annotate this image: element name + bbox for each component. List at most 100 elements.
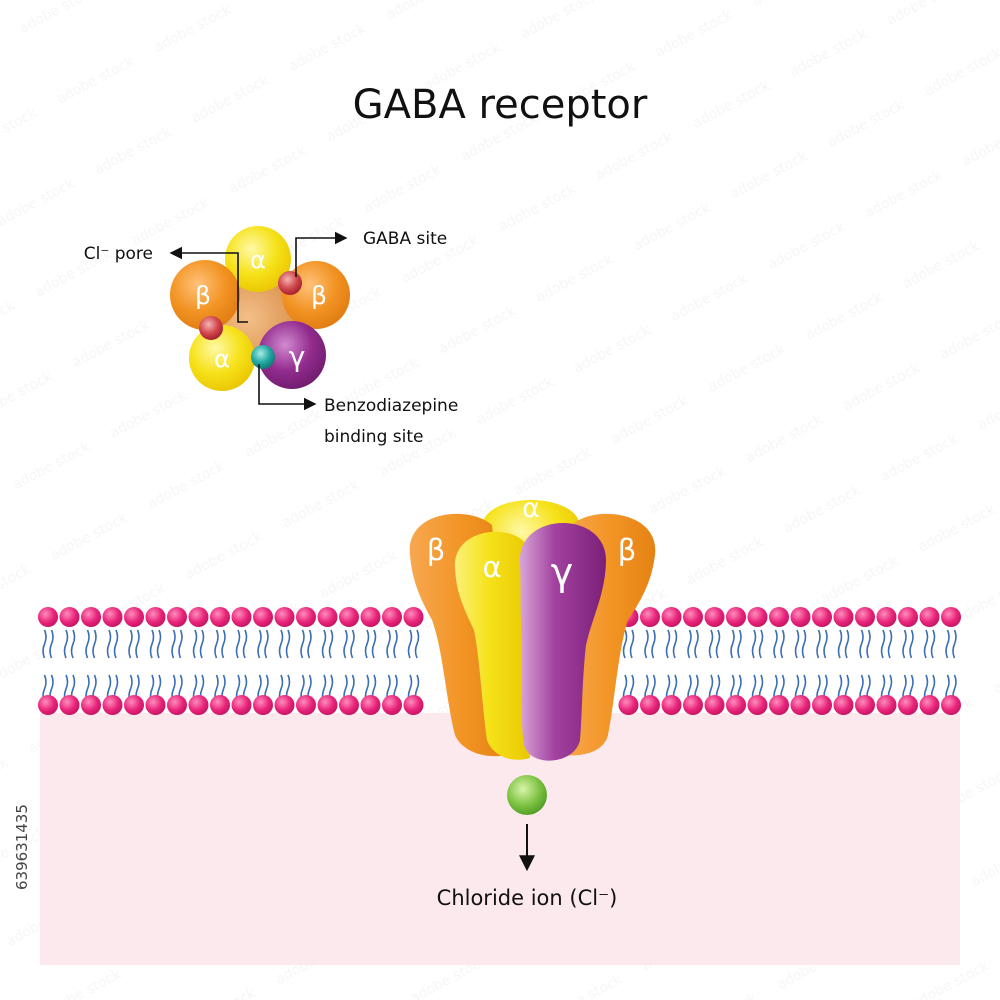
lipid-tail: [880, 629, 886, 659]
phospholipid-head-inner: [167, 695, 187, 715]
phospholipid-head-outer: [339, 607, 359, 627]
lipid-tail: [773, 629, 778, 659]
phospholipid-head-inner: [726, 695, 746, 715]
lipid-tail: [672, 629, 678, 659]
lipid-tail: [629, 629, 635, 659]
lipid-tail: [414, 629, 420, 659]
lipid-tail: [780, 629, 785, 659]
lipid-tail: [214, 629, 219, 659]
side-view-receptor: α β α γ β: [409, 493, 656, 761]
gaba-site-label: GABA site: [363, 229, 447, 249]
phospholipid-head-outer: [941, 607, 961, 627]
lipid-tail: [823, 629, 828, 659]
lipid-tail: [92, 629, 97, 659]
lipid-tail: [923, 629, 929, 659]
lipid-tail: [300, 629, 305, 659]
phospholipid-head-outer: [188, 607, 209, 627]
lipid-tail: [866, 629, 871, 659]
phospholipid-head-inner: [38, 695, 58, 715]
phospholipid-head-inner: [812, 695, 832, 715]
phospholipid-head-outer: [145, 607, 166, 627]
phospholipid-head-outer: [253, 607, 273, 627]
phospholipid-head-outer: [833, 607, 854, 627]
beta-right-label: β: [618, 533, 637, 567]
benzodiazepine-label-line1: Benzodiazepine: [324, 396, 458, 416]
gamma-label: γ: [289, 340, 306, 373]
alpha-top-label: α: [250, 246, 266, 274]
phospholipid-head-inner: [188, 695, 209, 715]
phospholipid-head-outer: [876, 607, 897, 627]
lipid-tail: [887, 629, 893, 659]
phospholipid-head-outer: [661, 607, 682, 627]
phospholipid-heads-outer: [38, 607, 961, 627]
phospholipid-head-outer: [231, 607, 252, 627]
phospholipid-head-inner: [876, 695, 897, 715]
phospholipid-head-outer: [296, 607, 316, 627]
alpha-subunit-bottom: [189, 325, 255, 391]
phospholipid-head-outer: [769, 607, 789, 627]
lipid-tail: [794, 629, 800, 659]
phospholipid-head-outer: [640, 607, 660, 627]
lipid-tail: [909, 629, 914, 659]
phospholipid-heads-inner: [38, 695, 961, 715]
lipid-tail: [945, 629, 950, 659]
lipid-tail: [113, 629, 119, 659]
phospholipid-head-inner: [145, 695, 166, 715]
lipid-tail: [264, 629, 269, 659]
lipid-tail: [952, 629, 957, 659]
lipid-tail: [364, 629, 370, 659]
lipid-tail: [156, 629, 162, 659]
phospholipid-head-inner: [231, 695, 252, 715]
cl-pore-leader-arrow: [169, 246, 248, 323]
alpha-subunit-front: [454, 531, 531, 760]
lipid-tail: [622, 629, 628, 659]
phospholipid-head-outer: [167, 607, 187, 627]
stock-id-text: 639631435: [13, 804, 31, 890]
lipid-tail: [371, 629, 377, 659]
lipid-tail: [70, 629, 76, 659]
lipid-tail: [106, 629, 112, 659]
cl-pore-label: Cl⁻ pore: [84, 244, 153, 264]
gaba-site-upper: [278, 271, 302, 295]
alpha-subunit-top: [225, 226, 291, 292]
phospholipid-head-inner: [59, 695, 80, 715]
lipid-tail: [49, 629, 54, 659]
lipid-tail: [407, 629, 413, 659]
benzodiazepine-label-line2: binding site: [324, 427, 423, 447]
phospholipid-head-inner: [339, 695, 359, 715]
lipid-tail: [837, 629, 843, 659]
lipid-tail: [758, 629, 764, 659]
lipid-tail: [730, 629, 735, 659]
benzodiazepine-site: [251, 345, 275, 369]
benzodiazepine-leader-arrow: [258, 364, 317, 411]
phospholipid-head-inner: [403, 695, 424, 715]
phospholipid-head-outer: [683, 607, 703, 627]
lipid-tail: [328, 629, 334, 659]
phospholipid-head-inner: [941, 695, 961, 715]
phospholipid-head-outer: [360, 607, 381, 627]
phospholipid-head-inner: [661, 695, 682, 715]
beta-left-label: β: [195, 281, 211, 310]
lipid-tail: [393, 629, 398, 659]
alpha-bottom-label: α: [214, 345, 230, 373]
phospholipid-head-outer: [898, 607, 918, 627]
phospholipid-head-outer: [382, 607, 402, 627]
lipid-tail: [257, 629, 262, 659]
lipid-tail: [85, 629, 90, 659]
phospholipid-head-outer: [747, 607, 768, 627]
lipid-tail: [42, 629, 47, 659]
phospholipid-head-outer: [403, 607, 424, 627]
phospholipid-head-inner: [640, 695, 660, 715]
lipid-tail: [343, 629, 348, 659]
lipid-tail: [801, 629, 807, 659]
phospholipid-head-outer: [59, 607, 80, 627]
phospholipid-head-inner: [790, 695, 811, 715]
gamma-subunit: [519, 523, 607, 761]
lipid-tail: [737, 629, 742, 659]
phospholipid-head-outer: [210, 607, 230, 627]
lipid-tail: [859, 629, 864, 659]
phospholipid-head-outer: [704, 607, 725, 627]
alpha-back-label: α: [522, 493, 540, 524]
phospholipid-head-inner: [296, 695, 316, 715]
